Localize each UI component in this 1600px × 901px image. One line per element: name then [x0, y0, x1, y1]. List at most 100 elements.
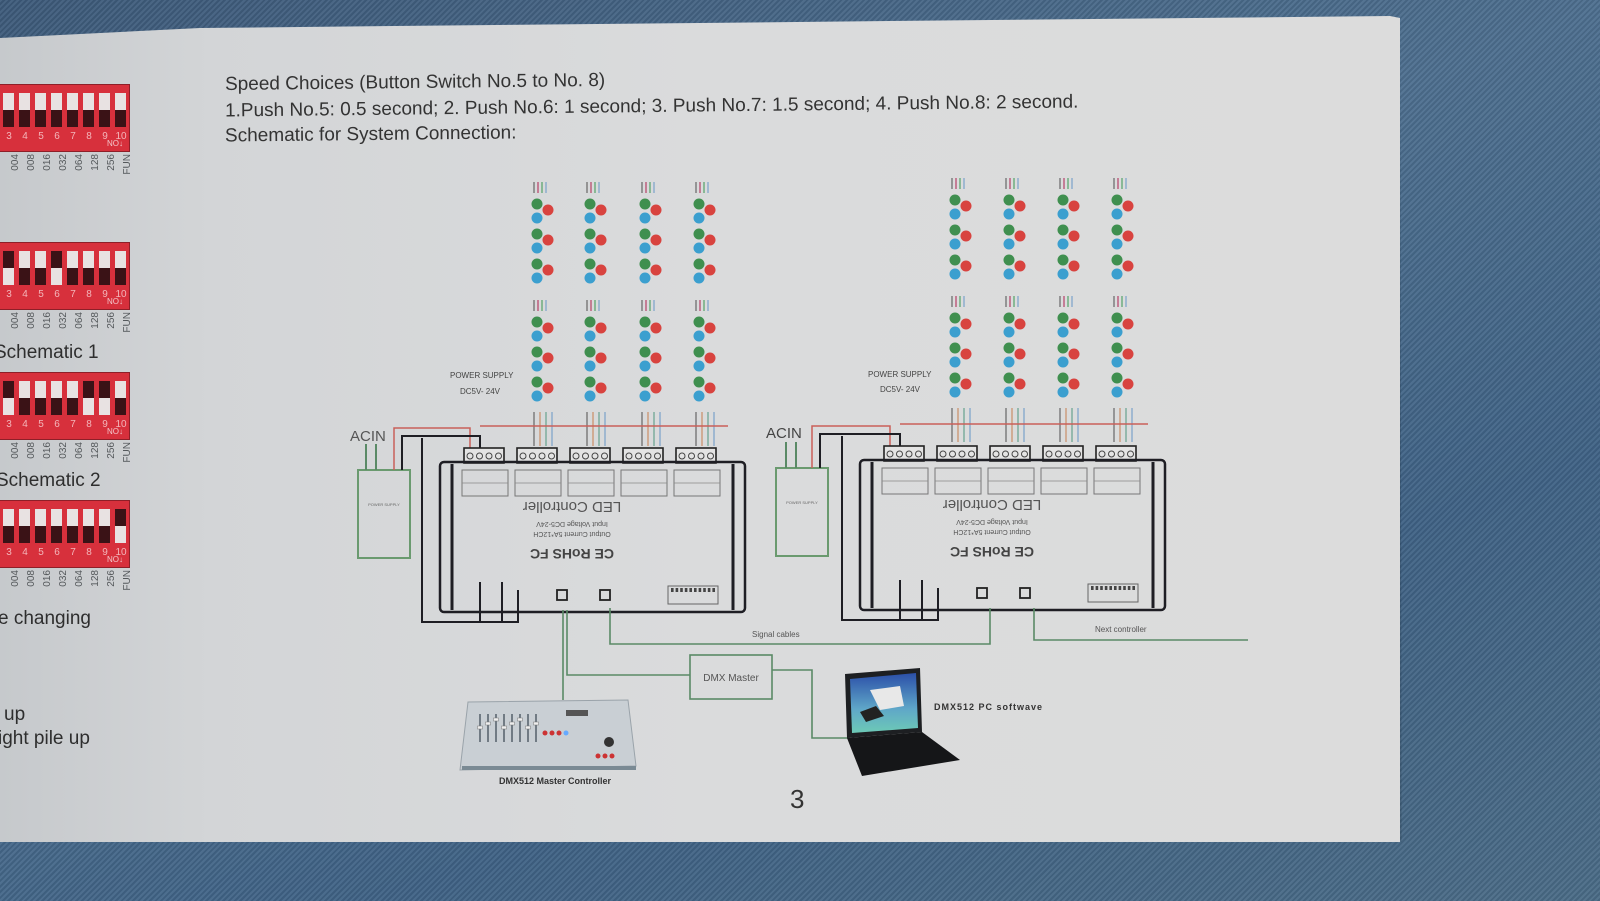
- dip-number: 10: [115, 547, 127, 558]
- led-red: [704, 264, 716, 276]
- led-red: [542, 352, 554, 364]
- dip-number: 9: [102, 419, 108, 430]
- dip-pin: [1100, 586, 1103, 590]
- led-blue: [531, 360, 543, 372]
- cert-marks: CE RoHS FC: [530, 546, 614, 562]
- led-red: [704, 204, 716, 216]
- led-blue: [584, 390, 596, 402]
- led-blue: [1111, 326, 1123, 338]
- dmx-master-controller-console: [459, 699, 637, 771]
- terminal-screw: [678, 452, 686, 460]
- dip-toggle-8: [83, 251, 94, 285]
- dip-pin: [689, 588, 692, 592]
- power-supply-label-right: POWER SUPPLY: [868, 370, 932, 379]
- led-red: [960, 348, 972, 360]
- led-green: [693, 376, 705, 388]
- terminal-screw: [644, 452, 652, 460]
- page-number: 3: [790, 784, 805, 814]
- dip-toggle-10: [115, 251, 126, 285]
- terminal-screw: [601, 452, 608, 460]
- dip-toggle-7: [67, 509, 78, 543]
- power-supply-box-label: POWER SUPPLY: [786, 500, 818, 505]
- dmx-port: [1019, 587, 1031, 599]
- power-supply-voltage-right: DC5V- 24V: [880, 385, 921, 394]
- terminal-screw: [1045, 450, 1053, 458]
- led-green: [584, 198, 596, 210]
- dip-number: 3: [6, 419, 12, 430]
- led-blue: [949, 326, 961, 338]
- led-red: [704, 322, 716, 334]
- led-green: [949, 224, 961, 236]
- led-red: [1014, 378, 1026, 390]
- dip-number: 7: [70, 131, 76, 142]
- fader-knob: [517, 717, 523, 722]
- terminal-screw: [688, 452, 695, 460]
- terminal-screw: [538, 452, 546, 460]
- led-green: [1111, 342, 1123, 354]
- led-red: [595, 264, 607, 276]
- dip-number: 6: [54, 419, 60, 430]
- led-green: [949, 342, 961, 354]
- led-green: [639, 316, 651, 328]
- led-green: [639, 346, 651, 358]
- led-green: [1057, 194, 1069, 206]
- terminal-screw: [572, 452, 580, 460]
- dip-no-label: NO↓: [107, 297, 123, 306]
- controller-housing: [858, 458, 1167, 612]
- dip-toggle-5: [35, 509, 46, 543]
- dip-toggle-9: [99, 381, 110, 415]
- led-strip: [584, 182, 607, 446]
- dip-number: 7: [70, 547, 76, 558]
- led-red: [1014, 200, 1026, 212]
- dip-no-label: NO↓: [107, 139, 123, 148]
- led-red: [595, 382, 607, 394]
- led-green: [584, 376, 596, 388]
- dip-number: 7: [70, 289, 76, 300]
- dmx-master-label: DMX Master: [703, 673, 759, 684]
- led-blue: [1003, 238, 1015, 250]
- ground-wire: [421, 438, 519, 623]
- led-strips-left: [531, 182, 716, 446]
- controller-housing: [438, 460, 747, 614]
- dip-number: 6: [54, 547, 60, 558]
- dc-positive-wire: [393, 427, 471, 470]
- cert-marks: CE RoHS FC: [950, 544, 1034, 560]
- led-blue: [531, 212, 543, 224]
- input-voltage-label: Input Voltage DC5-24V: [536, 520, 608, 527]
- led-green: [1003, 224, 1015, 236]
- led-strip: [1057, 178, 1080, 442]
- led-green: [1111, 194, 1123, 206]
- terminal-screw: [905, 450, 913, 458]
- dip-pin: [1132, 586, 1135, 590]
- led-green: [1057, 224, 1069, 236]
- dip-number: 4: [22, 419, 28, 430]
- led-green: [1003, 312, 1015, 324]
- terminal-screw: [582, 452, 589, 460]
- dmx-port: [599, 589, 611, 601]
- dip-number: 4: [22, 131, 28, 142]
- dip-pin: [675, 588, 679, 592]
- led-green: [949, 312, 961, 324]
- led-red: [1122, 200, 1134, 212]
- signal-cable-between-controllers: [609, 608, 991, 645]
- controller-name-label: LED Controller: [523, 498, 621, 515]
- terminal-screw: [654, 452, 661, 460]
- led-blue: [693, 272, 705, 284]
- led-red: [1014, 230, 1026, 242]
- led-blue: [1057, 238, 1069, 250]
- terminal-screw: [519, 452, 527, 460]
- led-green: [949, 254, 961, 266]
- dip-toggle-4: [19, 381, 30, 415]
- terminal-screw: [992, 450, 1000, 458]
- terminal-screw: [1055, 450, 1062, 458]
- led-green: [639, 376, 651, 388]
- led-red: [1122, 378, 1134, 390]
- led-green: [693, 316, 705, 328]
- dip-number: 6: [54, 289, 60, 300]
- led-blue: [949, 386, 961, 398]
- led-green: [584, 258, 596, 270]
- dip-toggle-4: [19, 93, 30, 127]
- terminal-screw: [1002, 450, 1009, 458]
- terminal-screw: [1064, 450, 1072, 458]
